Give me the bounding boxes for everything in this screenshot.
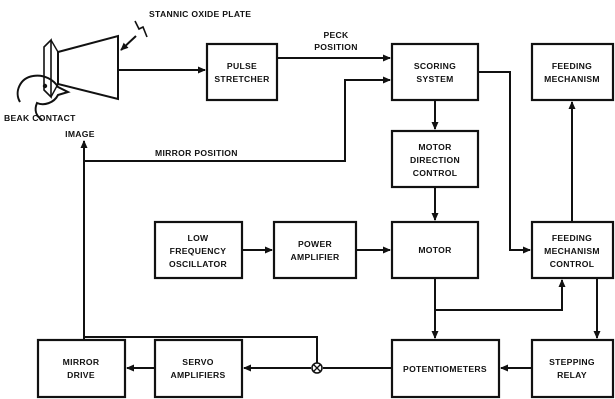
peck-label-1: PECK	[323, 30, 349, 40]
servo-amplifiers-label-2: AMPLIFIERS	[170, 370, 225, 380]
scoring-system-block	[392, 44, 478, 100]
motor-direction-control-label-3: CONTROL	[413, 168, 458, 178]
motor-direction-control-label-2: DIRECTION	[410, 155, 460, 165]
stepping-relay-label-2: RELAY	[557, 370, 587, 380]
feeding-mechanism-label-2: MECHANISM	[544, 74, 600, 84]
beak-contact-label: BEAK CONTACT	[4, 113, 76, 123]
motor-label: MOTOR	[418, 245, 452, 255]
mirror-drive-block	[38, 340, 125, 397]
stannic-oxide-plate	[44, 36, 118, 99]
stepping-relay-label-1: STEPPING	[549, 357, 595, 367]
mirror-drive-label-1: MIRROR	[63, 357, 100, 367]
servo-amplifiers-label-1: SERVO	[182, 357, 213, 367]
spark-icon	[135, 21, 147, 37]
motor-to-feeding-control-arrow	[435, 280, 562, 310]
power-amplifier-label-2: AMPLIFIER	[290, 252, 340, 262]
scoring-system-label-1: SCORING	[414, 61, 456, 71]
servo-amplifiers-block	[155, 340, 242, 397]
mirror-position-label: MIRROR POSITION	[155, 148, 238, 158]
summing-junction-icon	[312, 363, 322, 373]
motor-direction-control-label-1: MOTOR	[418, 142, 452, 152]
scoring-system-label-2: SYSTEM	[416, 74, 453, 84]
feeding-mechanism-control-label-2: MECHANISM	[544, 246, 600, 256]
pulse-stretcher-label-2: STRETCHER	[214, 74, 270, 84]
scoring-to-feeding-control-arrow	[478, 72, 530, 250]
stannic-oxide-plate-label: STANNIC OXIDE PLATE	[149, 9, 251, 19]
low-frequency-oscillator-label-3: OSCILLATOR	[169, 259, 228, 269]
pulse-stretcher-block	[207, 44, 277, 100]
low-frequency-oscillator-label-2: FREQUENCY	[170, 246, 227, 256]
low-frequency-oscillator-label-1: LOW	[188, 233, 210, 243]
feeding-mechanism-block	[532, 44, 613, 100]
plate-pointer-arrow	[121, 36, 136, 50]
potentiometers-label: POTENTIOMETERS	[403, 364, 487, 374]
mirror-drive-label-2: DRIVE	[67, 370, 95, 380]
stepping-relay-block	[532, 340, 613, 397]
feeding-mechanism-control-label-1: FEEDING	[552, 233, 592, 243]
peck-label-2: POSITION	[314, 42, 357, 52]
image-label: IMAGE	[65, 129, 95, 139]
feeding-mechanism-control-label-3: CONTROL	[550, 259, 595, 269]
power-amplifier-block	[274, 222, 356, 278]
feeding-mechanism-label-1: FEEDING	[552, 61, 592, 71]
power-amplifier-label-1: POWER	[298, 239, 332, 249]
pulse-stretcher-label-1: PULSE	[227, 61, 257, 71]
